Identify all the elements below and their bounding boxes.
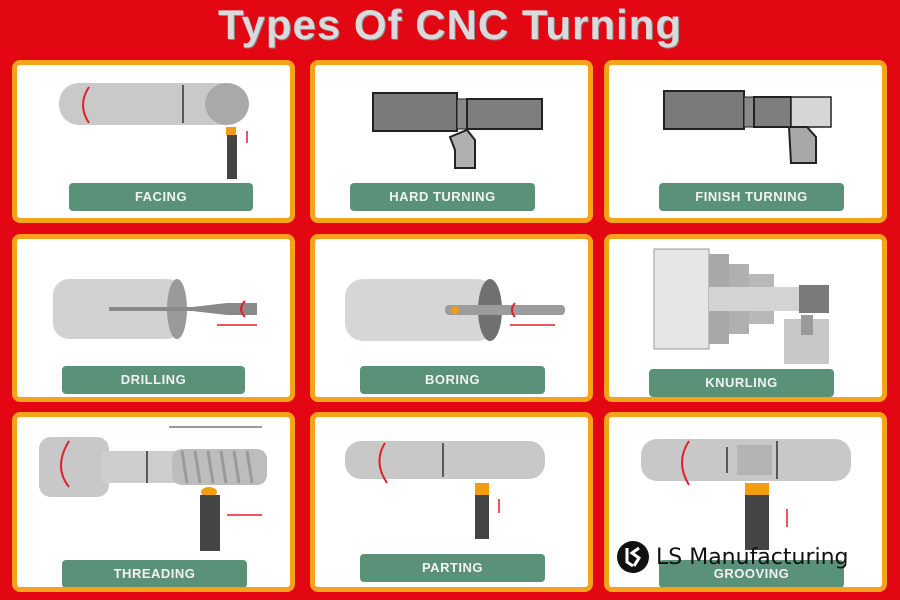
card-label-boring: BORING [360,366,545,394]
card-label-hard-turning: HARD TURNING [350,183,535,211]
card-label-drilling: DRILLING [62,366,245,394]
drilling-illustration [53,279,257,339]
card-knurling: KNURLING [604,234,887,402]
page-title: Types Of CNC Turning [217,1,683,48]
boring-illustration [345,279,565,341]
parting-illustration [345,441,545,539]
card-label-facing: FACING [69,183,253,211]
card-label-finish-turning: FINISH TURNING [659,183,844,211]
threading-illustration [39,426,267,551]
finish-turning-illustration [663,90,832,164]
brand-name: LS Manufacturing [656,544,849,570]
ls-logo-icon [617,541,649,573]
card-drilling: DRILLING [12,234,295,402]
hard-turning-illustration [372,92,543,169]
card-label-knurling: KNURLING [649,369,834,397]
card-grooving: GROOVING [604,412,887,592]
card-label-parting: PARTING [360,554,545,582]
card-finish-turning: FINISH TURNING [604,60,887,223]
brand-watermark: LS Manufacturing [616,540,849,574]
facing-illustration [59,83,249,179]
grooving-illustration [641,439,851,550]
card-label-grooving: GROOVING [659,560,844,587]
card-facing: FACING [12,60,295,223]
card-threading: THREADING [12,412,295,592]
knurling-illustration [653,248,829,364]
card-parting: PARTING [310,412,593,592]
card-boring: BORING [310,234,593,402]
card-label-threading: THREADING [62,560,247,587]
card-hard-turning: HARD TURNING [310,60,593,223]
